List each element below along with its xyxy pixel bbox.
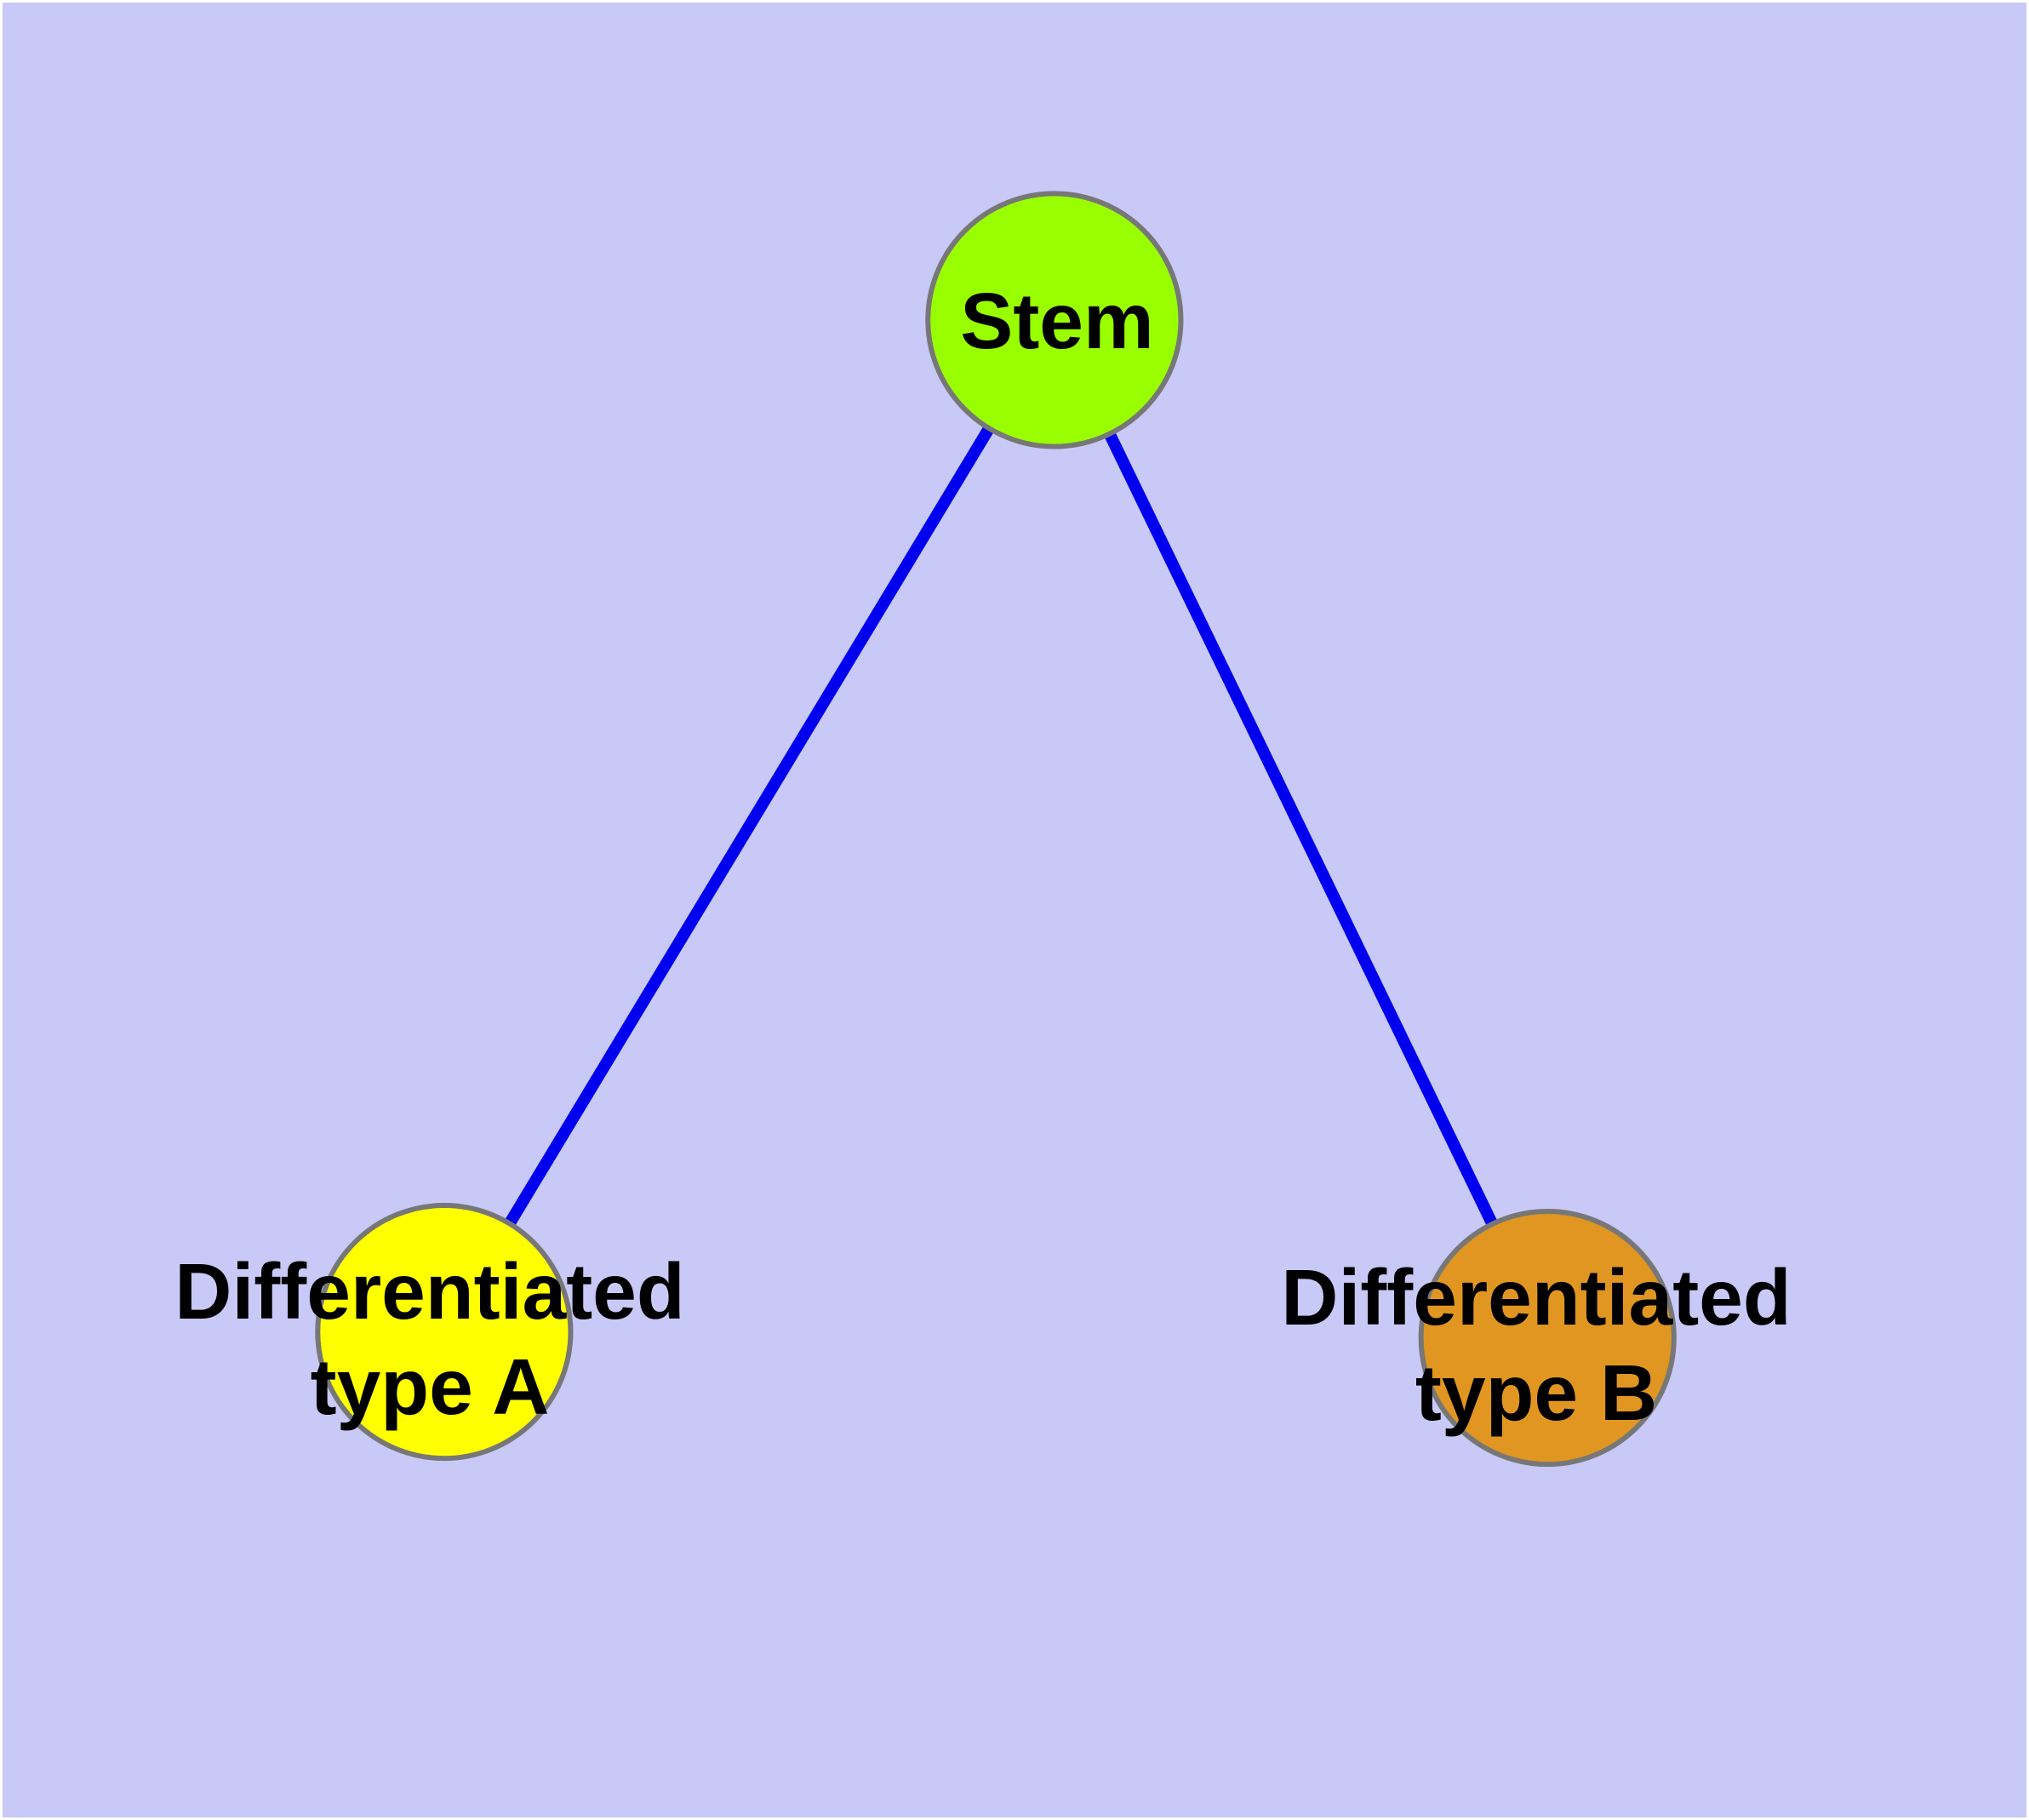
- node-circle-stem: [925, 191, 1184, 449]
- node-circle-diff-a: [315, 1203, 574, 1462]
- edges-layer: [438, 317, 1553, 1341]
- diagram-svg: [315, 191, 1677, 1468]
- nodes-layer: [315, 191, 1677, 1468]
- edge-stem-diff-a: [438, 317, 1060, 1336]
- node-circle-diff-b: [1418, 1209, 1677, 1468]
- edge-stem-diff-b: [1049, 317, 1553, 1341]
